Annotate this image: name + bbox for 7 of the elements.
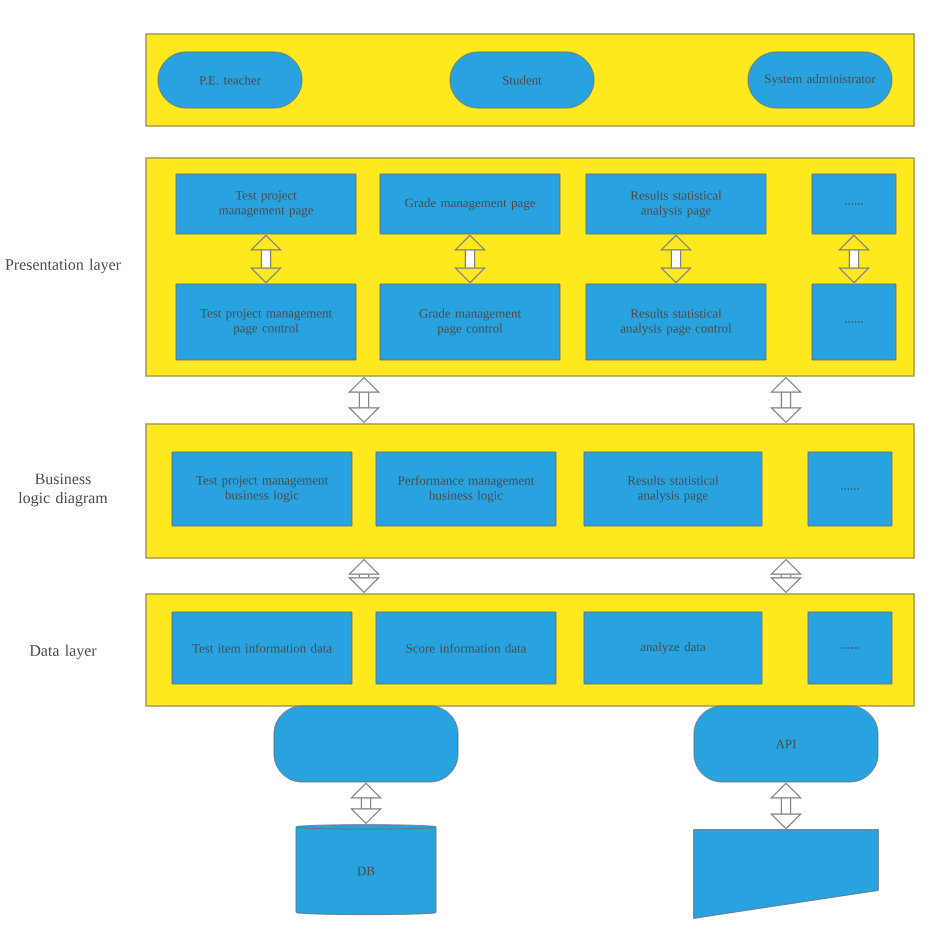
double-arrow — [249, 234, 283, 284]
double-arrow — [659, 234, 693, 284]
rounded-box — [273, 705, 459, 783]
double-arrow — [769, 782, 803, 830]
double-arrow — [837, 234, 871, 284]
data-shape — [693, 829, 879, 919]
double-arrow — [453, 234, 487, 284]
